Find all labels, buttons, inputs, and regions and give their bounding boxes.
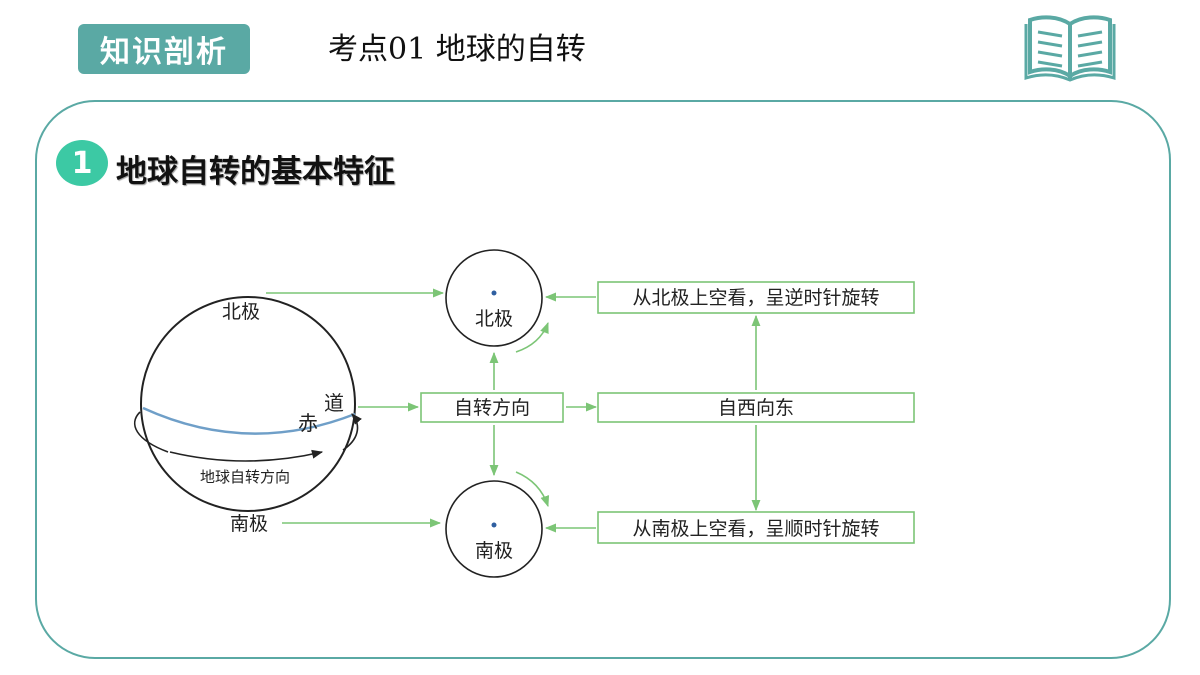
globe-rotation-label: 地球自转方向 xyxy=(200,468,290,486)
section-tag: 知识剖析 xyxy=(78,24,250,74)
content-card xyxy=(35,100,1171,659)
page-title: 考点01 地球的自转 xyxy=(328,32,586,67)
globe-north-pole-label: 北极 xyxy=(222,301,260,323)
south-view-label: 从南极上空看，呈顺时针旋转 xyxy=(632,518,879,540)
globe-equator-label-2: 道 xyxy=(324,391,344,415)
south-view-box xyxy=(597,511,915,544)
globe-south-pole-label: 南极 xyxy=(230,513,268,535)
north-circle-label: 北极 xyxy=(475,308,513,330)
west-to-east-box xyxy=(597,392,915,423)
rotation-arc-left xyxy=(134,411,169,453)
section-number-badge: 1 xyxy=(56,140,108,186)
open-book-icon xyxy=(1024,15,1116,82)
rotation-arc-right xyxy=(342,413,362,451)
west-to-east-label: 自西向东 xyxy=(718,397,794,419)
north-pole-dot xyxy=(491,290,497,296)
equator-line xyxy=(142,406,356,435)
direction-box-label: 自转方向 xyxy=(454,397,530,419)
globe xyxy=(140,296,356,512)
arrow-north-rotation-curve xyxy=(515,321,549,353)
north-view-label: 从北极上空看，呈逆时针旋转 xyxy=(632,287,879,309)
north-view-box xyxy=(597,281,915,314)
south-pole-circle xyxy=(445,480,543,578)
rotation-arrow-inner xyxy=(169,449,324,462)
north-pole-circle xyxy=(445,249,543,347)
arrow-south-rotation-curve xyxy=(515,471,550,508)
direction-box xyxy=(420,392,564,423)
section-heading: 地球自转的基本特征 xyxy=(116,154,395,190)
south-circle-label: 南极 xyxy=(475,540,513,562)
globe-equator-label-1: 赤 xyxy=(298,411,318,435)
south-pole-dot xyxy=(491,522,497,528)
